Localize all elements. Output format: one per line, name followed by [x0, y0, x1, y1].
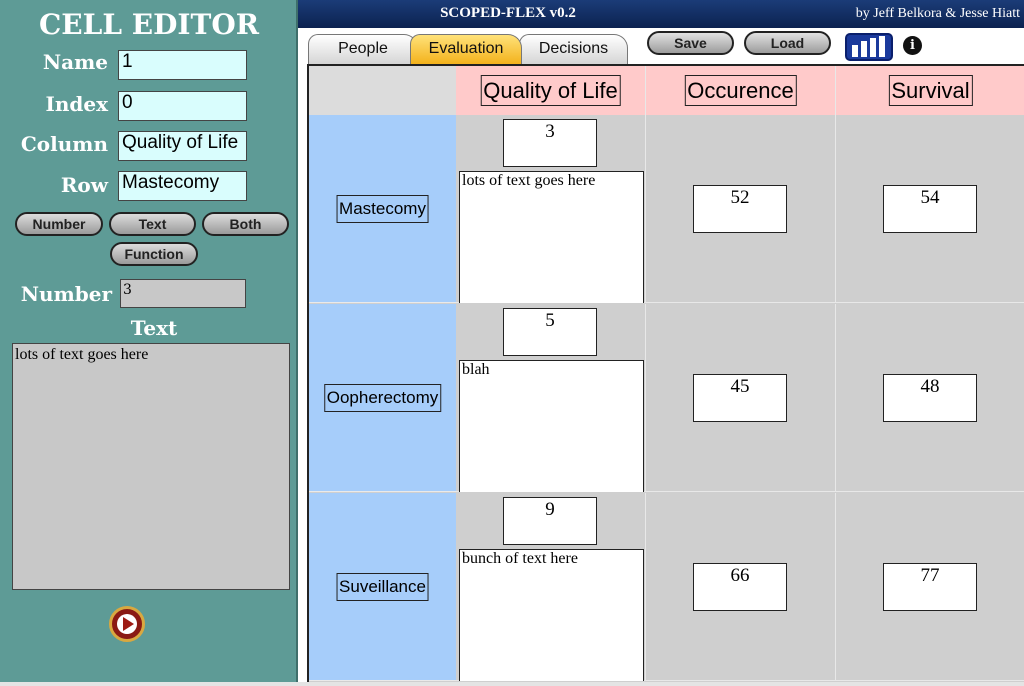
column-header-quality-of-life: Quality of Life [456, 66, 646, 115]
tab-evaluation[interactable]: Evaluation [410, 34, 522, 64]
chart-button[interactable] [845, 33, 893, 61]
load-button[interactable]: Load [744, 31, 831, 55]
number-type-button[interactable]: Number [15, 212, 103, 236]
cell-mastecomy-occurence[interactable]: 52 [646, 115, 836, 303]
cell-number[interactable]: 66 [693, 563, 787, 611]
cell-oopherectomy-occurence[interactable]: 45 [646, 304, 836, 492]
toolbar: People Evaluation Decisions Save Load i [298, 28, 1024, 64]
byline: by Jeff Belkora & Jesse Hiatt [855, 6, 1020, 21]
row-header-mastecomy: Mastecomy [309, 115, 456, 303]
cell-editor-panel: CELL EDITOR Name 1 Index 0 Column Qualit… [0, 0, 298, 682]
cell-text[interactable]: blah [459, 360, 644, 492]
name-label: Name [42, 50, 108, 74]
number-label: Number [20, 282, 112, 306]
app-header: SCOPED-FLEX v0.2 by Jeff Belkora & Jesse… [298, 0, 1024, 28]
app-title: SCOPED-FLEX v0.2 [440, 5, 576, 21]
row-label: Row [60, 173, 108, 197]
cell-oopherectomy-survival[interactable]: 48 [836, 304, 1024, 492]
index-label: Index [45, 92, 108, 116]
cell-mastecomy-quality-of-life[interactable]: 3 lots of text goes here [456, 115, 646, 303]
cell-number[interactable]: 48 [883, 374, 977, 422]
cell-suveillance-quality-of-life[interactable]: 9 bunch of text here [456, 493, 646, 681]
both-type-button[interactable]: Both [202, 212, 289, 236]
editor-title: CELL EDITOR [39, 8, 259, 41]
status-bar [0, 682, 1024, 686]
info-icon[interactable]: i [903, 36, 922, 55]
name-input[interactable]: 1 [118, 50, 247, 80]
row-header-suveillance: Suveillance [309, 493, 456, 681]
index-input[interactable]: 0 [118, 91, 247, 121]
text-label: Text [130, 316, 178, 340]
apply-button[interactable] [109, 606, 145, 642]
tab-decisions[interactable]: Decisions [519, 34, 628, 64]
cell-mastecomy-survival[interactable]: 54 [836, 115, 1024, 303]
cell-number[interactable]: 45 [693, 374, 787, 422]
grid-corner [309, 66, 457, 115]
evaluation-grid: Quality of Life Occurence Survival Maste… [307, 64, 1024, 682]
row-header-label[interactable]: Suveillance [336, 573, 429, 601]
column-header-occurence: Occurence [646, 66, 836, 115]
column-header-survival: Survival [836, 66, 1024, 115]
cell-number[interactable]: 77 [883, 563, 977, 611]
row-header-oopherectomy: Oopherectomy [309, 304, 456, 492]
column-header-label[interactable]: Quality of Life [480, 75, 621, 106]
bar-chart-icon [852, 36, 885, 57]
row-header-label[interactable]: Oopherectomy [323, 384, 442, 412]
cell-number[interactable]: 5 [503, 308, 597, 356]
cell-text[interactable]: lots of text goes here [459, 171, 644, 303]
cell-number[interactable]: 54 [883, 185, 977, 233]
column-input[interactable]: Quality of Life [118, 131, 247, 161]
function-type-button[interactable]: Function [110, 242, 198, 266]
play-icon [117, 614, 137, 634]
row-header-label[interactable]: Mastecomy [336, 195, 429, 223]
cell-suveillance-occurence[interactable]: 66 [646, 493, 836, 681]
text-input[interactable]: lots of text goes here [12, 343, 290, 590]
text-type-button[interactable]: Text [109, 212, 196, 236]
column-label: Column [20, 132, 108, 156]
cell-text[interactable]: bunch of text here [459, 549, 644, 681]
column-header-label[interactable]: Occurence [684, 75, 797, 106]
cell-number[interactable]: 52 [693, 185, 787, 233]
cell-number[interactable]: 3 [503, 119, 597, 167]
cell-oopherectomy-quality-of-life[interactable]: 5 blah [456, 304, 646, 492]
cell-number[interactable]: 9 [503, 497, 597, 545]
row-input[interactable]: Mastecomy [118, 171, 247, 201]
number-input[interactable]: 3 [120, 279, 246, 308]
column-header-label[interactable]: Survival [888, 75, 973, 106]
tab-people[interactable]: People [308, 34, 418, 64]
save-button[interactable]: Save [647, 31, 734, 55]
cell-suveillance-survival[interactable]: 77 [836, 493, 1024, 681]
